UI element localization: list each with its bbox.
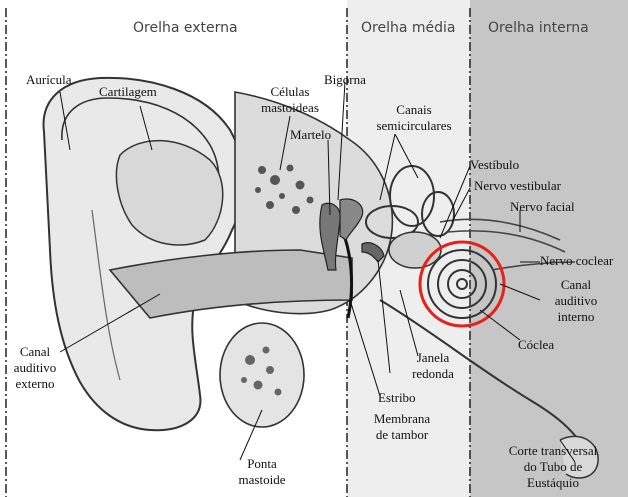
label-cochlear-nerve: Nervo coclear — [540, 253, 613, 269]
internal-ear-region — [470, 0, 628, 497]
label-cochlea: Cóclea — [518, 337, 554, 353]
label-mastoid-cells: Células mastoideas — [248, 84, 332, 116]
section-middle-ear: Orelha média — [361, 20, 455, 36]
label-auricle: Aurícula — [26, 72, 71, 88]
label-vestibular-nerve: Nervo vestibular — [474, 178, 561, 194]
label-external-canal: Canal auditivo externo — [6, 344, 64, 392]
label-malleus: Martelo — [290, 127, 331, 143]
mastoid-tip — [220, 323, 304, 427]
label-vestibule: Vestíbulo — [470, 157, 519, 173]
label-cartilage: Cartilagem — [99, 84, 157, 100]
label-incus: Bigorna — [324, 72, 366, 88]
section-external-ear: Orelha externa — [133, 20, 238, 36]
label-stapes: Estribo — [378, 390, 416, 406]
label-eustachian-tube: Corte transversal do Tubo de Eustáquio — [492, 443, 614, 491]
label-semicircular-canals: Canais semicirculares — [362, 102, 466, 134]
label-internal-canal: Canal auditivo interno — [546, 277, 606, 325]
label-mastoid-tip: Ponta mastoide — [228, 456, 296, 488]
label-eardrum: Membrana de tambor — [362, 411, 442, 443]
label-round-window: Janela redonda — [405, 350, 461, 382]
section-internal-ear: Orelha interna — [488, 20, 589, 36]
label-facial-nerve: Nervo facial — [510, 199, 575, 215]
vestibule-shape — [389, 232, 441, 268]
